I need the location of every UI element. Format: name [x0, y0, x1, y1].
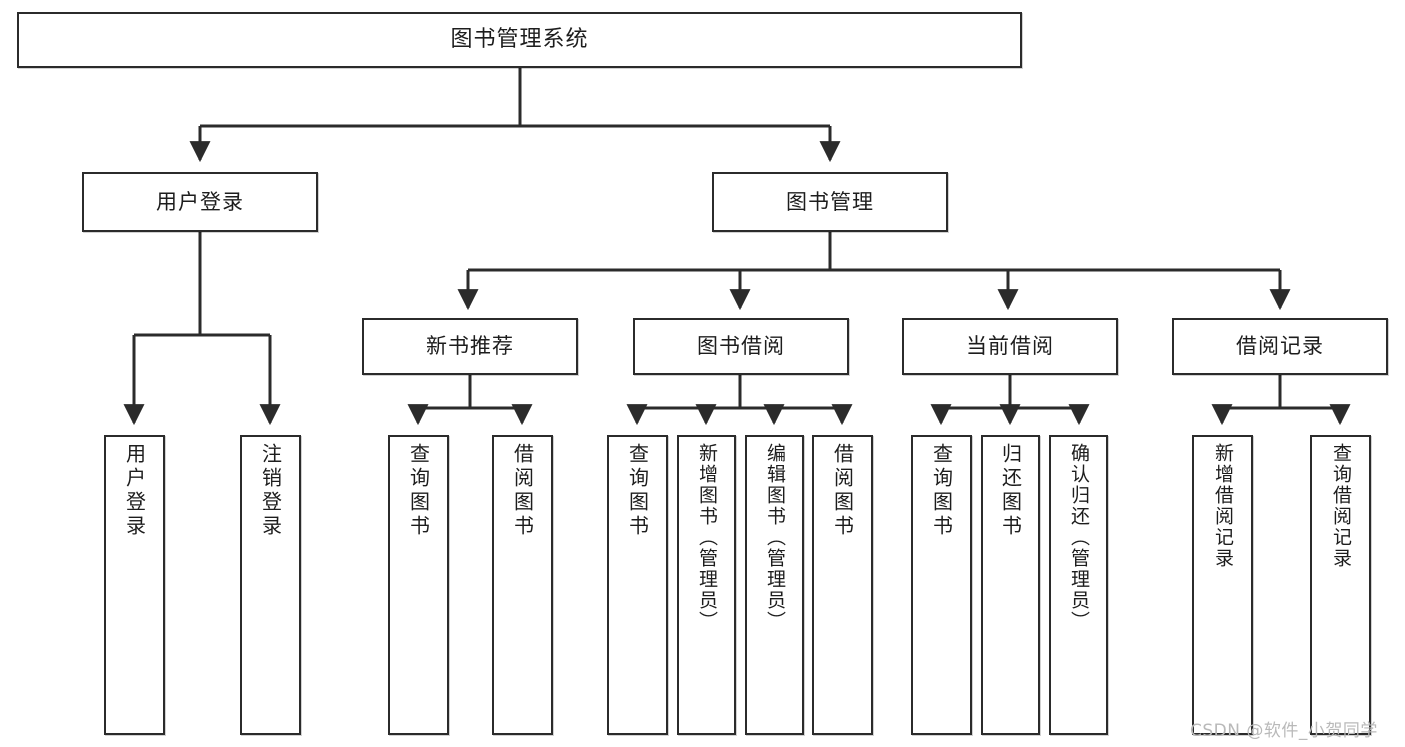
node-leaf-query-book-1-label: 查询图书: [406, 443, 431, 539]
node-leaf-borrow-book-2[interactable]: 借阅图书: [812, 435, 873, 735]
node-book-borrow[interactable]: 图书借阅: [633, 318, 849, 375]
node-leaf-add-book-label: 新增图书（管理员）: [696, 443, 718, 632]
node-leaf-return-book-label: 归还图书: [998, 443, 1023, 539]
node-leaf-user-login-label: 用户登录: [122, 443, 147, 539]
csdn-watermark: CSDN @软件_小贺同学: [1190, 721, 1378, 741]
node-leaf-query-book-2-label: 查询图书: [625, 443, 650, 539]
node-leaf-logout-label: 注销登录: [258, 443, 283, 539]
node-root-system[interactable]: 图书管理系统: [17, 12, 1022, 68]
node-borrow-record[interactable]: 借阅记录: [1172, 318, 1388, 375]
node-leaf-add-book[interactable]: 新增图书（管理员）: [677, 435, 736, 735]
node-leaf-query-book-1[interactable]: 查询图书: [388, 435, 449, 735]
node-leaf-add-record-label: 新增借阅记录: [1212, 443, 1234, 569]
node-user-login-label: 用户登录: [156, 189, 244, 214]
node-new-book-recommend-label: 新书推荐: [426, 334, 514, 359]
node-current-borrow[interactable]: 当前借阅: [902, 318, 1118, 375]
node-leaf-confirm-return-label: 确认归还（管理员）: [1068, 443, 1090, 632]
node-leaf-confirm-return[interactable]: 确认归还（管理员）: [1049, 435, 1108, 735]
node-leaf-query-record[interactable]: 查询借阅记录: [1310, 435, 1371, 735]
node-borrow-record-label: 借阅记录: [1236, 334, 1324, 359]
node-leaf-edit-book[interactable]: 编辑图书（管理员）: [745, 435, 804, 735]
node-leaf-borrow-book-1[interactable]: 借阅图书: [492, 435, 553, 735]
node-leaf-borrow-book-1-label: 借阅图书: [510, 443, 535, 539]
node-leaf-logout[interactable]: 注销登录: [240, 435, 301, 735]
node-new-book-recommend[interactable]: 新书推荐: [362, 318, 578, 375]
node-leaf-query-book-3-label: 查询图书: [929, 443, 954, 539]
node-leaf-add-record[interactable]: 新增借阅记录: [1192, 435, 1253, 735]
node-leaf-query-book-3[interactable]: 查询图书: [911, 435, 972, 735]
node-book-management-label: 图书管理: [786, 189, 874, 214]
node-user-login[interactable]: 用户登录: [82, 172, 318, 232]
node-root-system-label: 图书管理系统: [450, 27, 589, 53]
node-current-borrow-label: 当前借阅: [966, 334, 1054, 359]
node-leaf-query-book-2[interactable]: 查询图书: [607, 435, 668, 735]
node-leaf-edit-book-label: 编辑图书（管理员）: [764, 443, 786, 632]
node-leaf-user-login[interactable]: 用户登录: [104, 435, 165, 735]
node-book-borrow-label: 图书借阅: [697, 334, 785, 359]
node-leaf-return-book[interactable]: 归还图书: [981, 435, 1040, 735]
node-leaf-query-record-label: 查询借阅记录: [1330, 443, 1352, 569]
node-book-management[interactable]: 图书管理: [712, 172, 948, 232]
node-leaf-borrow-book-2-label: 借阅图书: [830, 443, 855, 539]
